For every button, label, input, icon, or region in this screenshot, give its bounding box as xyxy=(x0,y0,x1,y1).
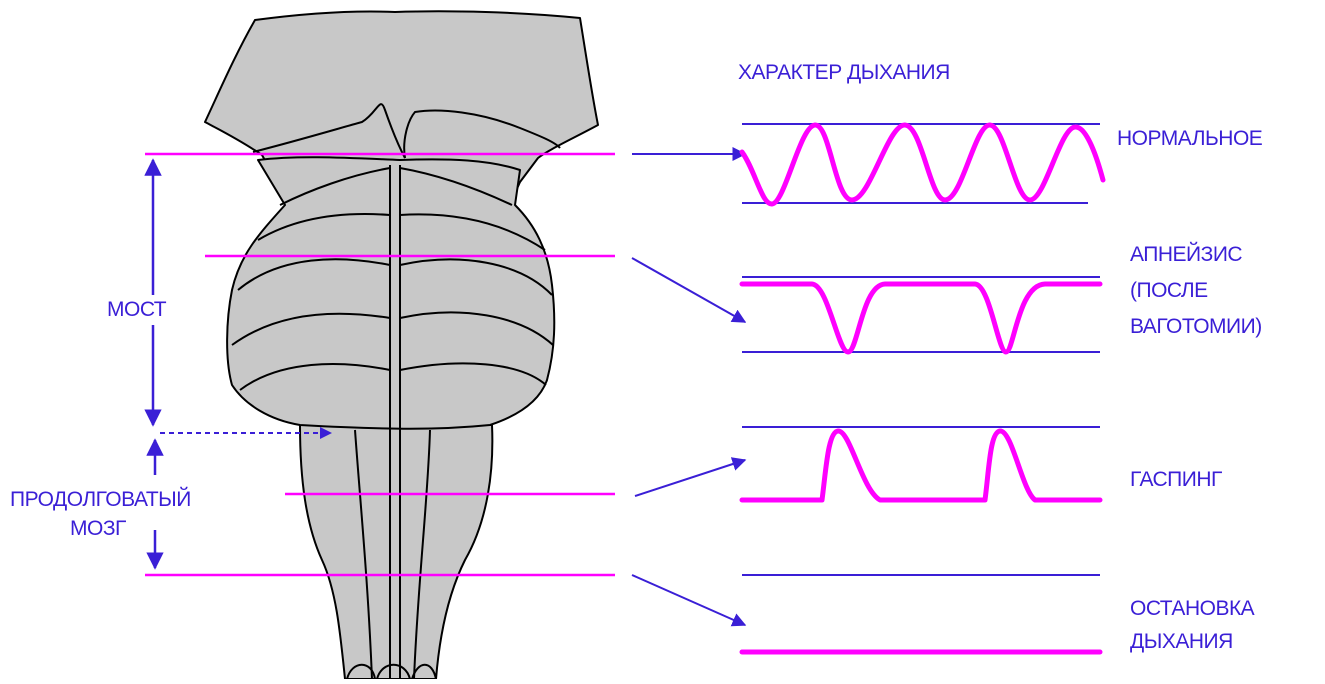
arrow-to-apneusis xyxy=(632,258,745,322)
label-apneusis-line1: АПНЕЙЗИС xyxy=(1130,242,1242,268)
breathing-traces xyxy=(742,125,1103,652)
trace-normal xyxy=(742,125,1103,204)
label-gasping: ГАСПИНГ xyxy=(1130,467,1222,493)
trace-apneusis xyxy=(742,284,1100,352)
brainstem-illustration xyxy=(205,11,598,679)
medulla-shape xyxy=(300,425,492,679)
diagram-title: ХАРАКТЕР ДЫХАНИЯ xyxy=(738,60,950,86)
trace-rails xyxy=(742,124,1100,575)
label-pons: МОСТ xyxy=(107,297,166,323)
connector-arrows xyxy=(632,154,745,625)
trace-gasping xyxy=(742,431,1100,500)
label-arrest-line1: ОСТАНОВКА xyxy=(1130,596,1254,622)
label-medulla-line2: МОЗГ xyxy=(70,516,126,542)
label-apneusis-line2: (ПОСЛЕ xyxy=(1130,278,1208,304)
arrow-to-arrest xyxy=(632,575,745,625)
label-apneusis-line3: ВАГОТОМИИ) xyxy=(1130,314,1262,340)
label-normal: НОРМАЛЬНОЕ xyxy=(1117,126,1262,152)
arrow-to-gasping xyxy=(635,460,745,496)
label-medulla-line1: ПРОДОЛГОВАТЫЙ xyxy=(10,487,191,513)
label-arrest-line2: ДЫХАНИЯ xyxy=(1130,629,1233,655)
